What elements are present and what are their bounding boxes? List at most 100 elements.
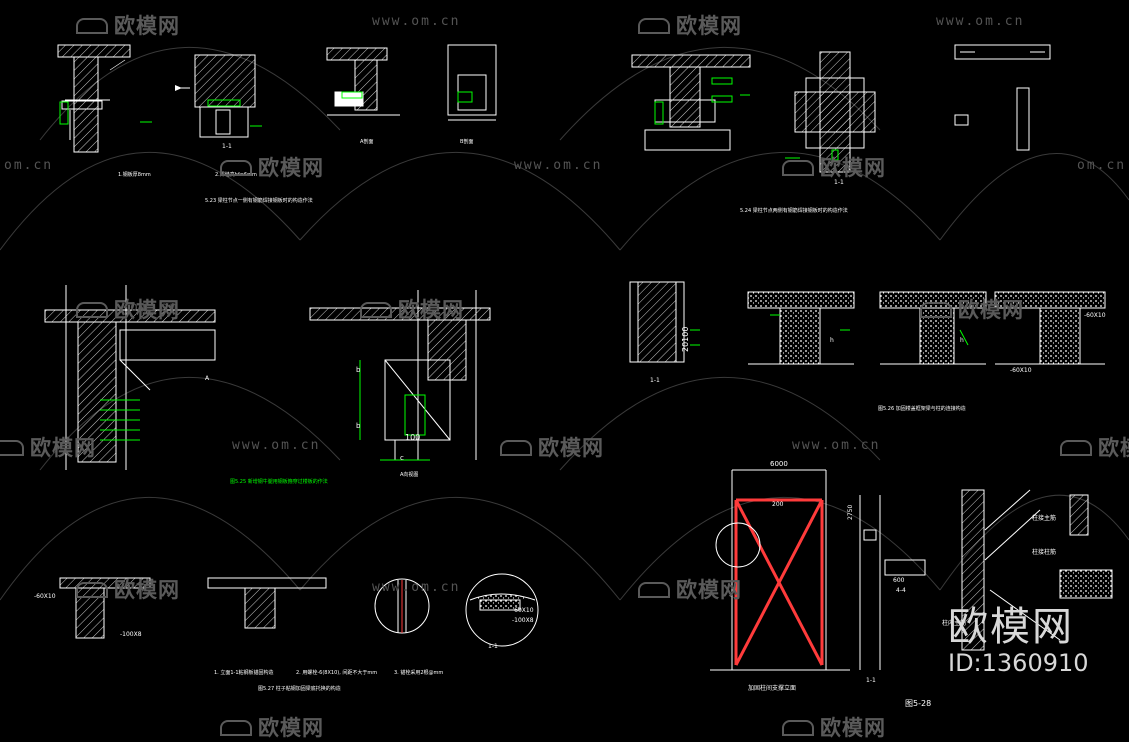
watermark-logo-text: 欧模网 — [676, 14, 742, 38]
tag-a-1: A — [205, 375, 210, 382]
watermark-logo-text: 欧模网 — [820, 716, 886, 740]
sofa-icon — [76, 582, 108, 598]
note-528b: 2. 用螺栓-6(8X10), 间距不大于mm — [296, 669, 377, 676]
watermark-logo-text: 欧模网 — [676, 578, 742, 602]
dim-20-100: 100 — [405, 433, 420, 442]
dim-60x10-a: -60X10 — [1084, 312, 1106, 319]
watermark-logo: 欧模网 — [220, 712, 324, 742]
note-5-24: 5.24 梁柱节点两侧有钢筋焊接钢板时的构造作法 — [740, 207, 848, 214]
fig-5-26 — [629, 281, 1106, 365]
fig-5-25-green — [100, 360, 430, 461]
watermark-url: om.cn — [130, 300, 180, 315]
note-528a: 1. 立面1-1粘钢板锚固构造 — [214, 669, 274, 676]
sub-a: A剖面 — [360, 138, 373, 145]
watermark-logo-text: 欧模网 — [258, 156, 324, 180]
dim-60x10-c: -60X10 — [34, 593, 56, 600]
watermark-logo-text: 欧模网 — [114, 298, 180, 322]
note-527: 图5.27 柱子粘钢加固梁底托换的构造 — [258, 685, 341, 692]
watermark-logo: 欧模网 — [638, 574, 742, 604]
watermark-logo-text: 欧模网 — [114, 578, 180, 602]
sofa-icon — [500, 440, 532, 456]
cap-1-1: 1-1 — [866, 677, 876, 684]
bracing-frame — [710, 469, 1113, 671]
tag-c-1: c — [400, 454, 404, 462]
note-5-23: 5.23 梁柱节点一侧有钢筋焊接钢板时的构造作法 — [205, 197, 313, 204]
sofa-icon — [782, 720, 814, 736]
watermark-logo: 欧模网 — [220, 152, 324, 182]
watermark-url: om.cn — [4, 158, 54, 173]
watermark-url: www.om.cn — [372, 580, 461, 595]
cap-support: 加固柱间支撑立面 — [748, 684, 796, 692]
fig-5-24-green — [654, 77, 839, 161]
lbl-a-detail: A向视图 — [400, 471, 418, 478]
dim-20100: 20100 — [681, 327, 690, 352]
lbl-zhu-nei: 柱内主筋 — [942, 619, 966, 627]
watermark-logo: 欧模网 — [76, 574, 180, 604]
watermark-url: www.om.cn — [232, 438, 321, 453]
watermark-url: www.om.cn — [792, 438, 881, 453]
fig-5-26-green — [690, 314, 969, 346]
brand-id: ID:1360910 — [948, 649, 1089, 677]
note-green: 图5.25 新增钢牛腿用钢板箍穿过楼板的作法 — [230, 478, 328, 485]
dim-60x10-d: -60X10 — [512, 607, 534, 614]
watermark-logo: 欧模网 — [360, 294, 464, 324]
watermark-logo: 欧模网 — [76, 10, 180, 40]
watermark-logo: 欧模网 — [500, 432, 604, 462]
watermark-logo-text: 欧模网 — [1098, 436, 1129, 460]
watermark-logo-text: 欧模网 — [30, 436, 96, 460]
cap-4-4: 4-4 — [896, 587, 906, 594]
note-5-26: 图5.26 加固楼盖框架梁与柱的连接构造 — [878, 405, 966, 412]
fig-5-28: 图5-28 — [905, 699, 931, 708]
watermark-logo-text: 欧模网 — [258, 716, 324, 740]
label-1-1-b: 1-1 — [834, 179, 844, 186]
sofa-icon — [220, 160, 252, 176]
note-528c: 3. 锚栓采用2根@mm — [394, 669, 443, 676]
label-1-1-a: 1-1 — [222, 143, 232, 150]
sofa-icon — [76, 18, 108, 34]
sofa-icon — [638, 18, 670, 34]
label-1-1-d: 1-1 — [488, 643, 498, 650]
watermark-logo: 欧模网 — [920, 294, 1024, 324]
sofa-icon — [638, 582, 670, 598]
watermark-url: om.cn — [1077, 158, 1127, 173]
sofa-icon — [0, 440, 24, 456]
watermark-logo-text: 欧模网 — [398, 298, 464, 322]
watermark-url: www.om.cn — [372, 14, 461, 29]
dim-100x8-b: -100X8 — [512, 617, 534, 624]
watermark-logo-text: 欧模网 — [114, 14, 180, 38]
tag-h-2: h — [960, 337, 964, 344]
sub-1: 1.钢板厚8mm — [118, 171, 151, 178]
dim-100x8-a: -100X8 — [120, 631, 142, 638]
sofa-icon — [920, 302, 952, 318]
fig-5-23 — [57, 44, 497, 153]
watermark-logo: 欧模网 — [638, 10, 742, 40]
fig-5-24 — [631, 44, 1051, 173]
dim-6000: 6000 — [770, 460, 788, 468]
sub-b: B剖面 — [460, 138, 473, 145]
watermark-logo: 欧模网 — [76, 294, 180, 324]
dim-2750: 2750 — [847, 505, 854, 520]
tag-h-1: h — [830, 337, 834, 344]
watermark-logo: 欧模网 — [782, 152, 886, 182]
fig-5-25 — [44, 285, 491, 470]
sofa-icon — [76, 302, 108, 318]
watermark-logo-text: 欧模网 — [958, 298, 1024, 322]
brand-text: 欧模网 — [948, 604, 1074, 650]
watermark-logo: 欧模网 — [782, 712, 886, 742]
sofa-icon — [220, 720, 252, 736]
fig-5-23-green — [59, 91, 473, 127]
watermark-logo-text: 欧模网 — [820, 156, 886, 180]
watermark-logo: 欧模网 — [0, 432, 96, 462]
lbl-zhu-jie-zhu: 柱接主筋 — [1032, 514, 1056, 522]
sofa-icon — [1060, 440, 1092, 456]
tag-b-1: b — [356, 366, 361, 374]
dim-60x10-b: -60X10 — [1010, 367, 1032, 374]
watermark-logo: 欧模网 — [1060, 432, 1129, 462]
sofa-icon — [782, 160, 814, 176]
watermark-logo-text: 欧模网 — [538, 436, 604, 460]
watermark-url: www.om.cn — [514, 158, 603, 173]
brand-stamp: 欧模网 ID:1360910 — [948, 605, 1089, 677]
watermark-url: www.om.cn — [936, 14, 1025, 29]
dim-200: 200 — [772, 501, 784, 508]
label-1-1-c: 1-1 — [650, 377, 660, 384]
